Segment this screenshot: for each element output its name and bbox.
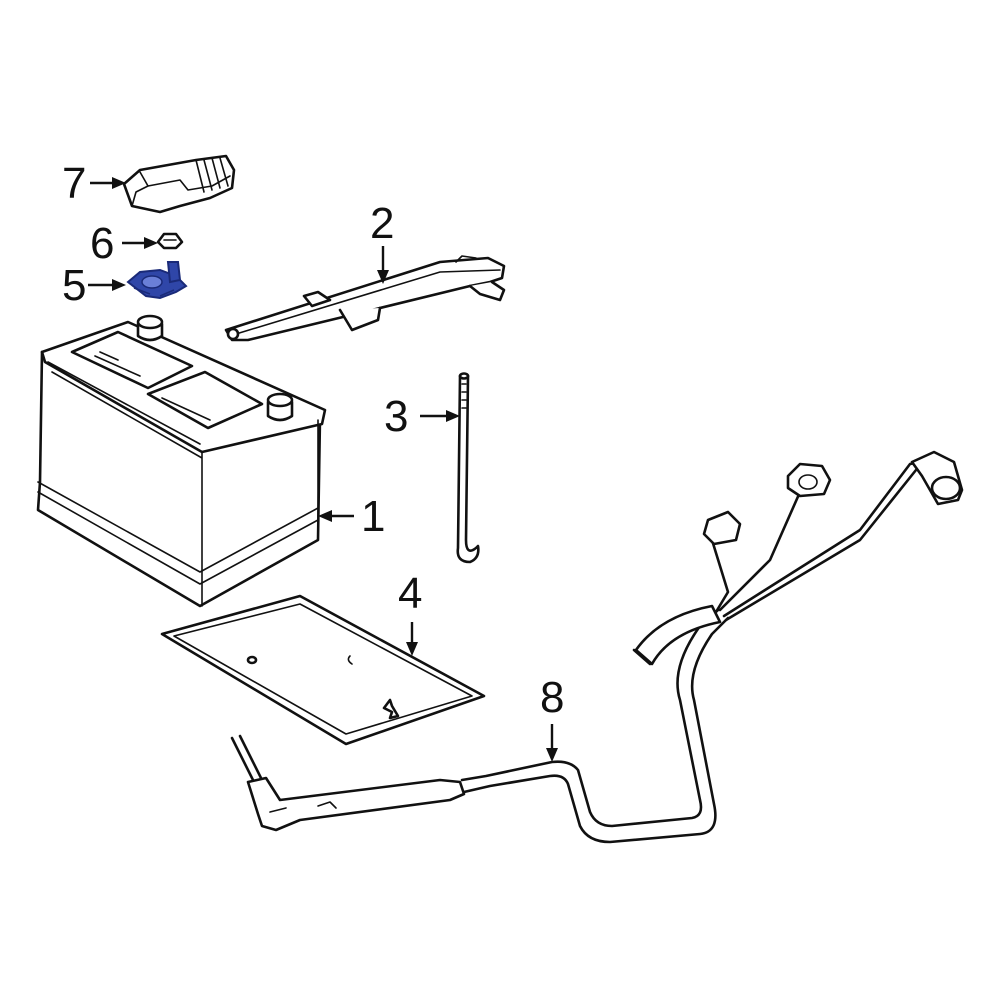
callout-7: 7 <box>62 159 86 208</box>
battery-tray <box>160 594 486 746</box>
callout-2: 2 <box>370 199 394 248</box>
cable-harness <box>230 450 964 844</box>
terminal-clamp <box>126 261 188 300</box>
arrow-1 <box>318 510 354 522</box>
arrow-8 <box>546 724 558 762</box>
battery-post-right <box>266 392 294 422</box>
arrow-3 <box>420 410 460 422</box>
battery-post-left <box>136 314 164 342</box>
nut <box>156 232 184 250</box>
callout-1: 1 <box>361 492 385 541</box>
callout-5: 5 <box>62 261 86 310</box>
arrow-4 <box>406 622 418 656</box>
terminal-cover <box>122 154 236 214</box>
callout-arrows <box>88 177 558 762</box>
arrow-7 <box>90 177 126 189</box>
battery <box>36 314 327 608</box>
hold-down-rod <box>456 372 480 564</box>
arrow-6 <box>122 237 158 249</box>
callout-8: 8 <box>540 673 564 722</box>
arrow-5 <box>88 279 126 291</box>
callout-labels: 1 2 3 4 5 6 7 8 <box>62 159 564 722</box>
arrow-2 <box>377 246 389 284</box>
hold-down-bracket <box>224 255 506 342</box>
callout-4: 4 <box>398 569 422 618</box>
callout-3: 3 <box>384 392 408 441</box>
callout-6: 6 <box>90 219 114 268</box>
